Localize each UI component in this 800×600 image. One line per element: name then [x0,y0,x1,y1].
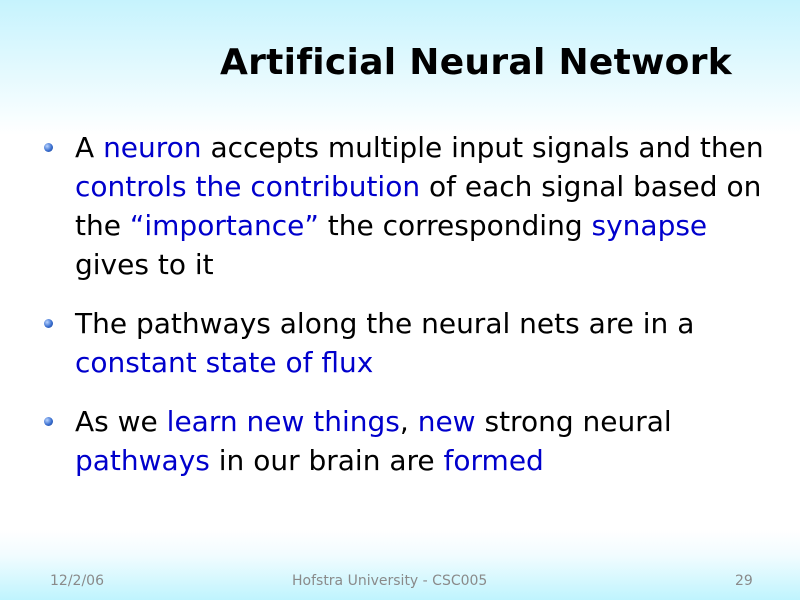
bullet-text: As we [75,405,167,438]
bullet-text: strong neural [475,405,672,438]
highlighted-text: formed [443,444,544,477]
highlighted-text: pathways [75,444,210,477]
bullet-text: in our brain are [209,444,444,477]
bullet-item: A neuron accepts multiple input signals … [44,128,764,284]
bullet-text: the corresponding [318,209,592,242]
footer-center-text: Hofstra University - CSC005 [292,573,488,589]
highlighted-text: new [417,405,476,438]
bullet-item: As we learn new things, new strong neura… [44,402,764,480]
highlighted-text: “importance” [129,209,319,242]
slide-title: Artificial Neural Network [219,42,732,83]
bullet-list: A neuron accepts multiple input signals … [44,128,764,500]
bullet-dot-icon [44,417,53,426]
bullet-text: A [75,131,104,164]
highlighted-text: controls the contribution [75,170,421,203]
footer-date: 12/2/06 [50,573,104,589]
footer-page-number: 29 [735,573,753,589]
bullet-text: accepts multiple input signals and then [201,131,764,164]
highlighted-text: constant state of flux [75,346,374,379]
bullet-text: The pathways along the neural nets are i… [75,307,695,340]
highlighted-text: neuron [103,131,202,164]
bullet-item: The pathways along the neural nets are i… [44,304,764,382]
bullet-text: , [399,405,418,438]
bullet-dot-icon [44,319,53,328]
bullet-text: of each signal based on the [75,170,762,242]
bullet-text: gives to it [75,248,214,281]
bullet-dot-icon [44,143,53,152]
highlighted-text: learn new things [166,405,400,438]
highlighted-text: synapse [591,209,708,242]
